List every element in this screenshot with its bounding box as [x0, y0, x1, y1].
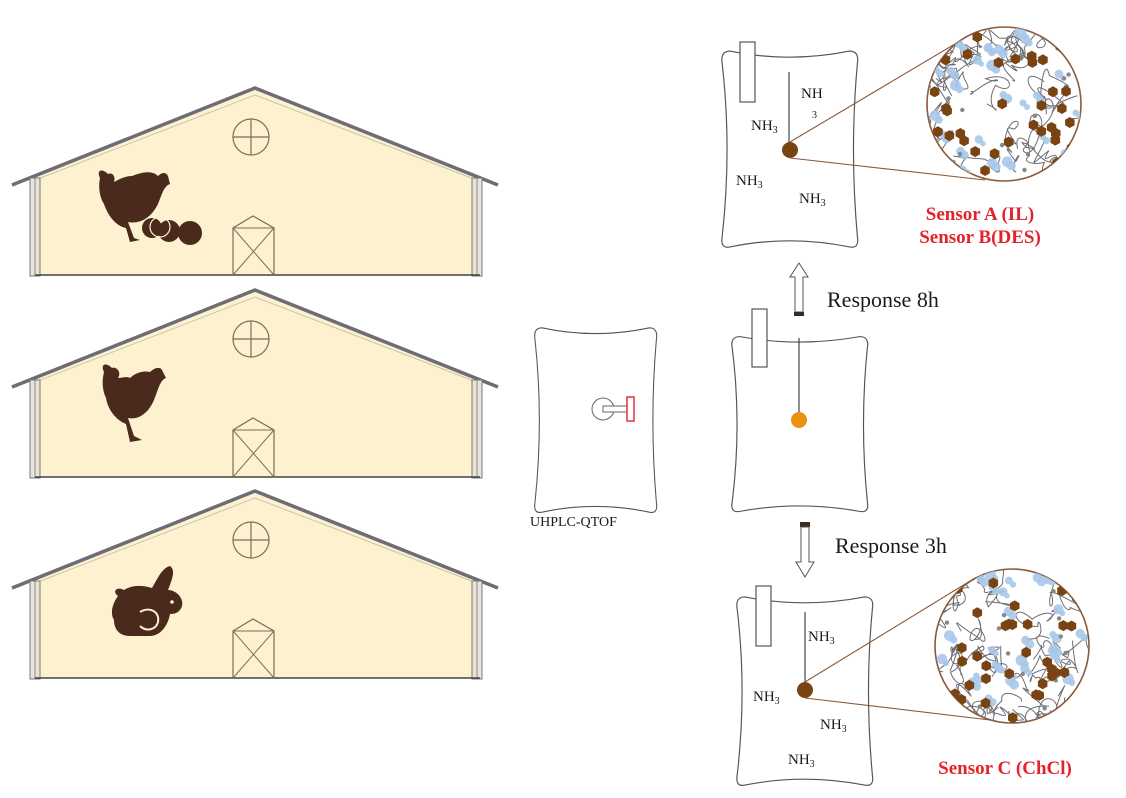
round-window-icon — [232, 118, 270, 156]
gas-label: NH3 — [736, 173, 763, 191]
instrument-label: UHPLC-QTOF — [530, 515, 617, 530]
reacted-bag-bottom — [736, 585, 874, 786]
unreacted-bag — [731, 308, 869, 513]
gas-label: NH — [801, 86, 823, 102]
arrow-down-icon — [795, 522, 815, 578]
barn — [11, 86, 499, 277]
sensor-holder-icon — [751, 308, 768, 368]
sensor-label-top: Sensor A (IL) Sensor B(DES) — [885, 203, 1075, 249]
gas-label: NH3 — [820, 717, 847, 735]
barn — [11, 288, 499, 479]
sensor-holder-icon — [755, 585, 772, 647]
round-window-icon — [232, 521, 270, 559]
arrow-up-icon — [789, 262, 809, 316]
barn-door-icon — [232, 215, 275, 276]
laying-hen-with-eggs-icon — [98, 170, 202, 245]
barn — [11, 489, 499, 680]
gas-label: NH3 — [808, 629, 835, 647]
unreacted-sensor-dot-icon — [791, 412, 807, 428]
gas-label: NH3 — [788, 752, 815, 770]
round-window-icon — [232, 320, 270, 358]
gas-label-subscript: 3 — [812, 110, 817, 121]
gas-label: NH3 — [751, 118, 778, 136]
reacted-sensor-dot-icon — [797, 682, 813, 698]
sensor-a-label: Sensor A (IL) — [925, 204, 1035, 225]
reacted-sensor-dot-icon — [782, 142, 798, 158]
sensor-b-label: Sensor B(DES) — [919, 227, 1041, 248]
sensor-c-label: Sensor C (ChCl) — [938, 758, 1072, 779]
sampling-bag — [534, 327, 658, 514]
sensor-holder-icon — [739, 41, 756, 103]
zoom-circle-bottom — [934, 568, 1090, 724]
response-time-top: Response 8h — [827, 287, 939, 312]
response-time-bottom: Response 3h — [835, 533, 947, 558]
sensor-label-bottom: Sensor C (ChCl) — [905, 757, 1105, 780]
bag-port-icon — [626, 396, 635, 422]
reacted-bag-top — [721, 41, 859, 248]
rabbit-icon — [111, 566, 183, 636]
gas-label: NH3 — [799, 191, 826, 209]
gas-label: NH3 — [753, 689, 780, 707]
zoom-circle-top — [926, 26, 1082, 182]
broiler-chicken-icon — [102, 364, 166, 442]
barn-door-icon — [232, 618, 275, 679]
barn-door-icon — [232, 417, 275, 478]
